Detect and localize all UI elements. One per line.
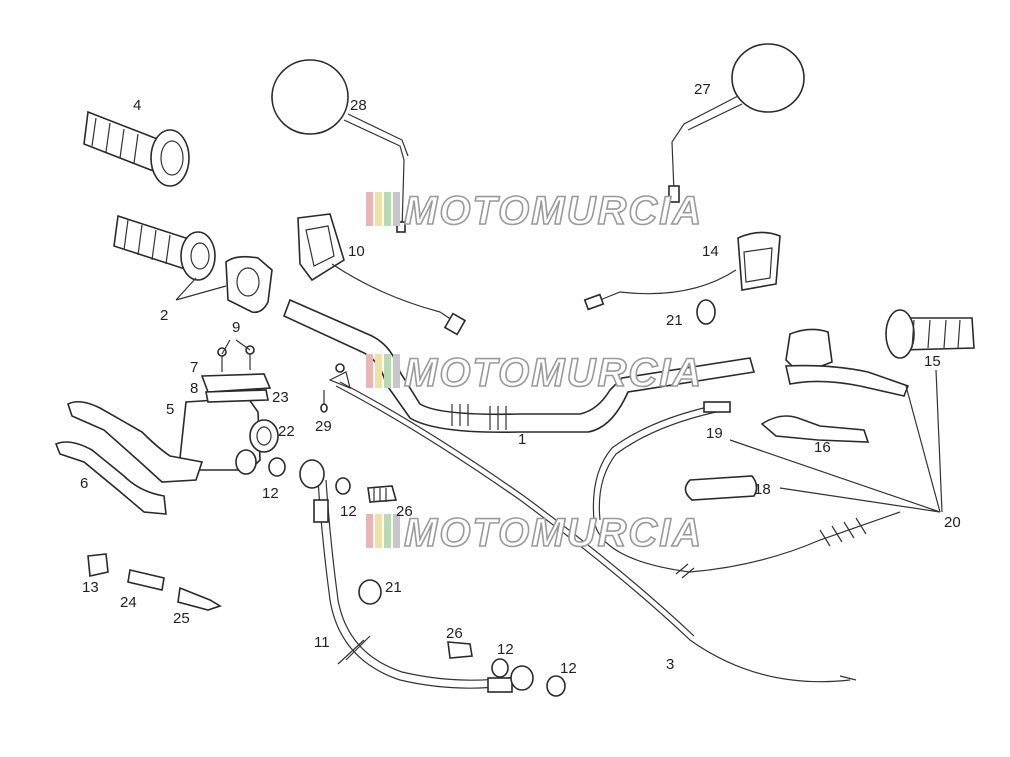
part-front-brake-lever xyxy=(54,400,204,515)
part-label: 3 xyxy=(666,656,674,673)
part-label: 6 xyxy=(80,475,88,492)
part-handlebar xyxy=(282,298,756,434)
part-clutch-lever-assembly xyxy=(760,309,975,443)
part-label: 23 xyxy=(272,389,289,406)
watermark-stripe xyxy=(375,354,382,388)
watermark-stripe xyxy=(384,192,391,226)
watermark-stripe xyxy=(375,514,382,548)
part-label: 12 xyxy=(262,485,279,502)
part-clutch-cable xyxy=(592,401,901,579)
part-switch-right xyxy=(583,231,781,311)
part-label: 1 xyxy=(518,431,526,448)
watermark-stripe xyxy=(375,192,382,226)
watermark-stripe xyxy=(393,514,400,548)
part-label: 12 xyxy=(560,660,577,677)
part-label: 2 xyxy=(160,307,168,324)
part-label: 28 xyxy=(350,97,367,114)
part-label: 27 xyxy=(694,81,711,98)
part-label: 21 xyxy=(385,579,402,596)
part-label: 7 xyxy=(190,359,198,376)
part-label: 4 xyxy=(133,97,141,114)
part-label: 29 xyxy=(315,418,332,435)
part-label: 19 xyxy=(706,425,723,442)
part-throttle-grip xyxy=(113,214,273,314)
watermark-text: MOTOMURCIA xyxy=(404,511,703,555)
part-mirror-right xyxy=(668,43,805,203)
part-switch-left xyxy=(297,213,467,336)
part-grip-left-upper xyxy=(83,110,190,187)
part-brake-hose xyxy=(299,459,534,693)
watermark-stripe xyxy=(393,192,400,226)
part-label: 14 xyxy=(702,243,719,260)
watermark-text: MOTOMURCIA xyxy=(404,351,703,395)
part-label: 8 xyxy=(190,380,198,397)
part-label: 11 xyxy=(314,634,330,651)
watermark-stripe xyxy=(366,514,373,548)
part-small-hardware xyxy=(87,299,716,697)
part-label: 20 xyxy=(944,514,961,531)
part-labels: 4 2 28 27 10 14 21 9 7 8 5 23 22 29 1 6 … xyxy=(80,81,961,677)
watermark-stripe xyxy=(393,354,400,388)
part-label: 15 xyxy=(924,353,941,370)
part-label: 26 xyxy=(396,503,413,520)
watermark-stripe xyxy=(366,354,373,388)
leader-lines xyxy=(175,277,943,513)
watermark-stripe xyxy=(384,514,391,548)
part-label: 26 xyxy=(446,625,463,642)
watermark-middle: MOTOMURCIA xyxy=(366,350,703,396)
part-label: 12 xyxy=(340,503,357,520)
part-label: 21 xyxy=(666,312,683,329)
part-mirror-left xyxy=(271,59,409,233)
part-label: 25 xyxy=(173,610,190,627)
part-label: 22 xyxy=(278,423,295,440)
part-label: 16 xyxy=(814,439,831,456)
part-label: 18 xyxy=(754,481,771,498)
watermark-text: MOTOMURCIA xyxy=(404,189,703,233)
part-label: 5 xyxy=(166,401,174,418)
part-label: 13 xyxy=(82,579,99,596)
part-label: 12 xyxy=(497,641,514,658)
watermark-stripe xyxy=(366,192,373,226)
part-throttle-cable xyxy=(328,363,857,683)
watermark-top: MOTOMURCIA xyxy=(366,188,703,234)
part-label: 24 xyxy=(120,594,137,611)
watermark-stripe xyxy=(384,354,391,388)
part-label: 10 xyxy=(348,243,365,260)
watermark-bottom: MOTOMURCIA xyxy=(366,510,703,556)
part-label: 9 xyxy=(232,319,240,336)
part-lever-cover xyxy=(684,475,758,501)
